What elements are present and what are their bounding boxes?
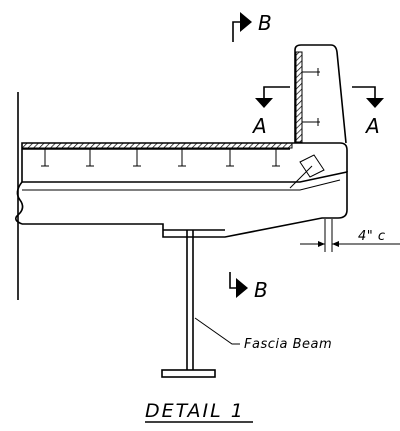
section-b-top-label: B: [258, 11, 272, 35]
beam-callout: Fascia Beam: [194, 317, 332, 352]
beam-label: Fascia Beam: [244, 337, 332, 352]
section-b-top-marker: B: [232, 11, 272, 42]
detail-title: DETAIL 1: [145, 400, 253, 423]
detail-title-text: DETAIL 1: [145, 400, 245, 422]
section-a-left-label: A: [251, 114, 267, 138]
offset-label: 4" c: [358, 229, 386, 244]
barrier-parapet: [294, 44, 347, 144]
section-a-right-label: A: [364, 114, 380, 138]
deck-drain: [289, 154, 325, 189]
section-a-left-marker: A: [251, 86, 290, 138]
section-b-bottom-label: B: [254, 278, 268, 302]
section-b-bottom-marker: B: [229, 272, 268, 302]
section-a-right-marker: A: [352, 86, 384, 138]
shear-studs: [41, 149, 280, 167]
deck-slab: [21, 142, 348, 189]
offset-dimension: 4" c: [300, 219, 400, 252]
slab-overhang-haunch: [14, 171, 348, 238]
fascia-beam: [161, 229, 225, 378]
